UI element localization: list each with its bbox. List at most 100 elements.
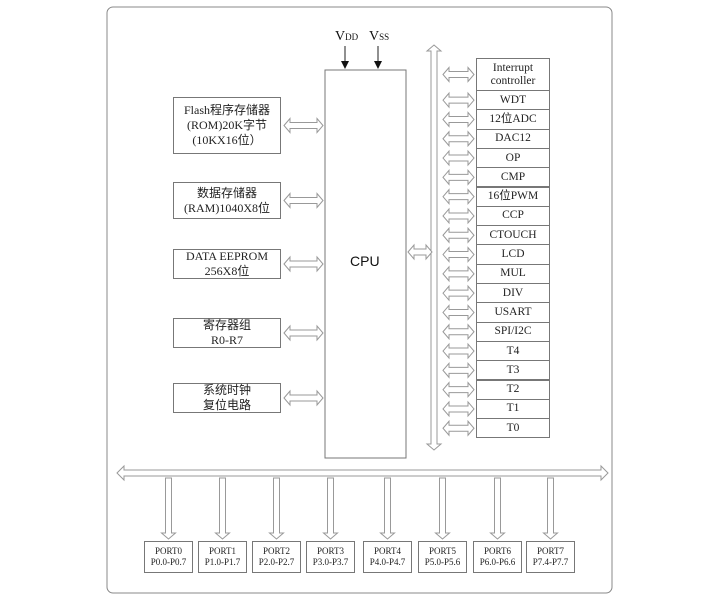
peripheral-usart-line: USART (494, 305, 532, 318)
memory-block-line: 复位电路 (202, 398, 251, 412)
peripheral-arrow (442, 381, 475, 399)
peripheral-t4-line: T4 (506, 344, 520, 357)
peripheral-t2-line: T2 (506, 383, 520, 396)
peripheral-dac12: DAC12 (476, 128, 550, 149)
cpu-peripheral-arrow (407, 243, 433, 261)
peripheral-lcd: LCD (476, 244, 550, 265)
peripheral-div: DIV (476, 283, 550, 304)
port-7-box-line: P7.4-P7.7 (532, 557, 569, 567)
port-5-box-line: PORT5 (429, 546, 456, 556)
peripheral-wdt: WDT (476, 90, 550, 111)
peripheral-op-line: OP (505, 151, 521, 164)
port-7-box-line: PORT7 (537, 546, 564, 556)
peripheral-12-adc: 12位ADC (476, 109, 550, 130)
port-3-box-line: PORT3 (317, 546, 344, 556)
peripheral-op: OP (476, 147, 550, 169)
peripheral-arrow (442, 265, 475, 283)
power-arrow-icon (341, 61, 349, 69)
memory-bus-arrow (283, 324, 324, 342)
peripheral-ctouch: CTOUCH (476, 225, 550, 246)
vdd-label: VDD (335, 29, 359, 44)
peripheral-interrupt-controller-line: Interrupt (492, 61, 534, 74)
memory-block: 系统时钟复位电路 (173, 383, 281, 413)
peripheral-div-line: DIV (502, 286, 524, 299)
peripheral-arrow (442, 168, 475, 186)
peripheral-arrow (442, 342, 475, 360)
peripheral-arrow (442, 246, 475, 263)
memory-block: Flash程序存储器(ROM)20K字节(10KX16位） (173, 97, 281, 154)
peripheral-cmp-line: CMP (500, 170, 526, 183)
memory-bus-arrow (283, 389, 324, 407)
peripheral-arrow (442, 188, 475, 206)
io-bus-arrow (116, 464, 609, 482)
peripheral-arrow (442, 400, 475, 418)
cpu-label: CPU (350, 253, 380, 269)
peripheral-t3: T3 (476, 360, 550, 381)
port-arrow (379, 477, 396, 540)
peripheral-arrow (442, 304, 475, 321)
peripheral-arrow (442, 130, 475, 148)
peripheral-16-pwm-line: 16位PWM (487, 190, 539, 203)
memory-bus-arrow (283, 255, 324, 273)
peripheral-t3-line: T3 (506, 363, 520, 376)
memory-block-line: (ROM)20K字节 (187, 118, 267, 132)
peripheral-spi-i2c-line: SPI/I2C (494, 325, 532, 338)
port-4-box-line: P4.0-P4.7 (369, 557, 406, 567)
port-2-box-line: P2.0-P2.7 (258, 557, 295, 567)
peripheral-arrow (442, 226, 475, 244)
memory-block-line: DATA EEPROM (185, 249, 269, 263)
peripheral-bus-arrow (425, 44, 443, 451)
port-arrow (268, 477, 285, 540)
power-arrow-icon (374, 61, 382, 69)
memory-bus-arrow (283, 117, 324, 134)
memory-block-line: 数据存储器 (196, 185, 257, 200)
peripheral-arrow (442, 323, 475, 341)
peripheral-t1: T1 (476, 398, 550, 420)
peripheral-16-pwm: 16位PWM (476, 186, 550, 207)
port-5-box-line: P5.0-P5.6 (424, 557, 461, 567)
peripheral-dac12-line: DAC12 (495, 132, 531, 145)
port-0-box-line: PORT0 (155, 546, 182, 556)
port-arrow (160, 477, 177, 540)
peripheral-12-adc-line: 12位ADC (489, 112, 537, 125)
peripheral-arrow (442, 66, 475, 83)
peripheral-arrow (442, 419, 475, 437)
peripheral-arrow (442, 284, 475, 302)
peripheral-wdt-line: WDT (499, 93, 527, 106)
port-0-box-line: P0.0-P0.7 (150, 557, 187, 567)
port-arrow (322, 477, 339, 540)
peripheral-arrow (442, 91, 475, 109)
peripheral-arrow (442, 111, 475, 128)
peripheral-ccp-line: CCP (502, 209, 524, 222)
port-6-box-line: P6.0-P6.6 (479, 557, 516, 567)
peripheral-usart: USART (476, 302, 550, 323)
peripheral-ccp: CCP (476, 205, 550, 227)
peripheral-spi-i2c: SPI/I2C (476, 321, 550, 342)
peripheral-t1-line: T1 (506, 402, 520, 415)
port-2-box-line: PORT2 (263, 546, 290, 556)
peripheral-ctouch-line: CTOUCH (489, 228, 537, 241)
peripheral-mul: MUL (476, 263, 550, 284)
peripheral-arrow (442, 149, 475, 167)
port-4-box-line: PORT4 (374, 546, 401, 556)
port-arrow (489, 477, 506, 540)
peripheral-lcd-line: LCD (501, 248, 525, 261)
memory-block-line: (RAM)1040X8位 (184, 200, 270, 215)
peripheral-t2: T2 (476, 379, 550, 400)
memory-block-line: 寄存器组 (202, 318, 251, 332)
peripheral-interrupt-controller-line: controller (490, 74, 536, 87)
peripheral-mul-line: MUL (500, 267, 526, 280)
memory-block-line: (10KX16位） (192, 133, 262, 147)
peripheral-arrow (442, 207, 475, 225)
memory-block-line: Flash程序存储器 (183, 103, 270, 117)
peripheral-t0-line: T0 (506, 421, 520, 434)
